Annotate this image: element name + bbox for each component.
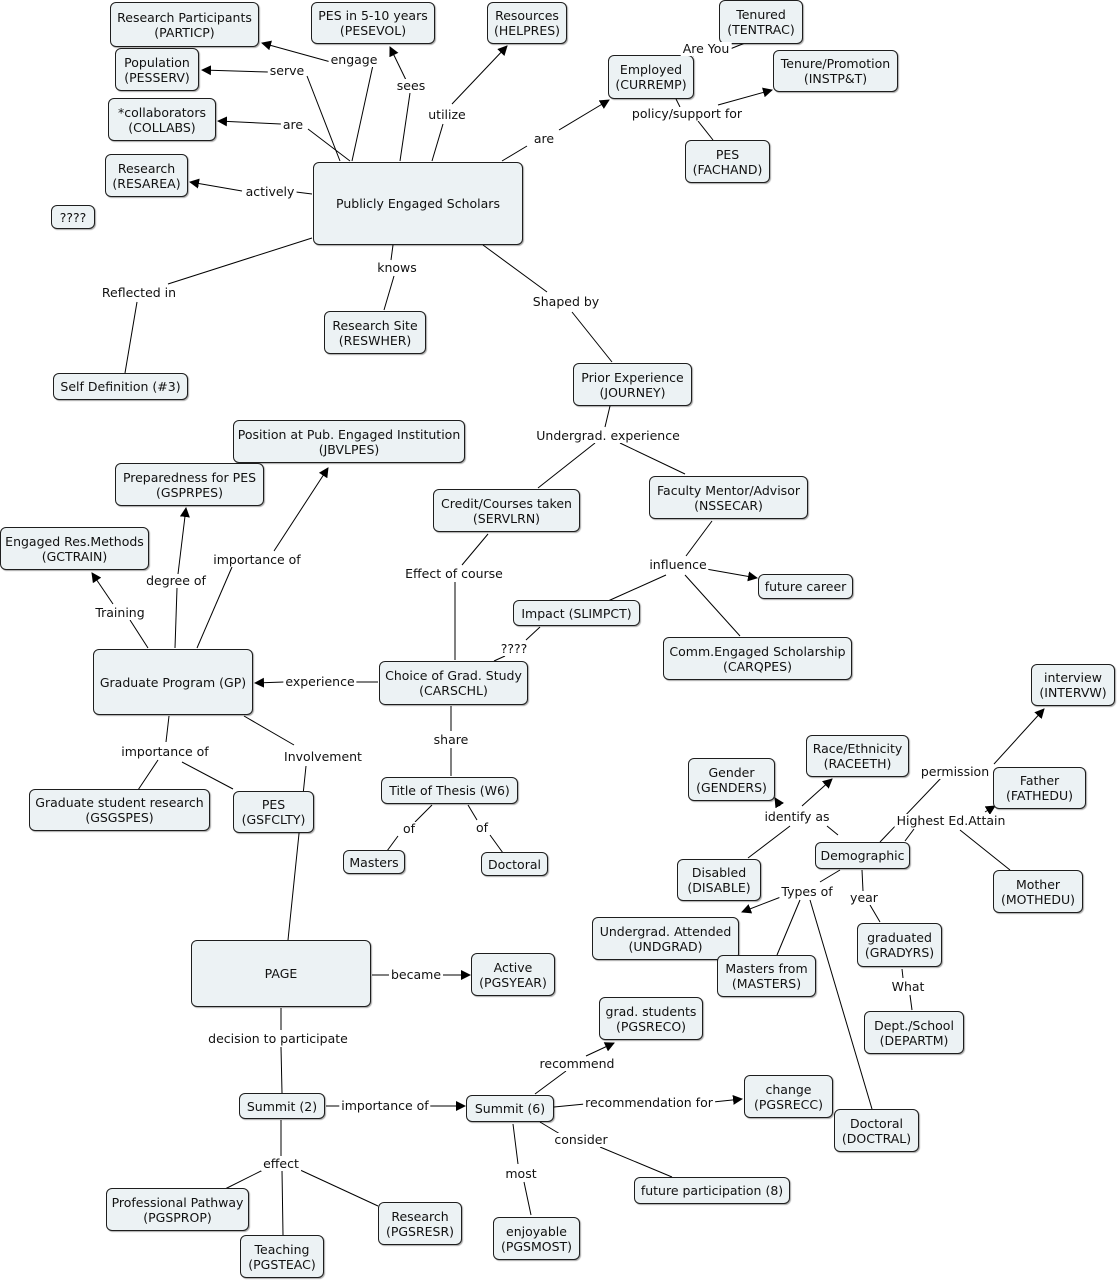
link-label-degree-of: degree of (144, 573, 208, 588)
node-pes-gsfclty[interactable]: PES(GSFCLTY) (233, 791, 314, 833)
node-mother[interactable]: Mother(MOTHEDU) (993, 870, 1083, 913)
link-label-recommend: recommend (537, 1056, 617, 1071)
node-graduated[interactable]: graduated(GRADYRS) (857, 923, 942, 967)
link-label-influence: influence (647, 557, 709, 572)
link-label-policy-support: policy/support for (629, 106, 745, 121)
link-label-identify-as: identify as (762, 809, 832, 824)
node-teaching[interactable]: Teaching(PGSTEAC) (240, 1235, 324, 1278)
node-enjoyable[interactable]: enjoyable(PGSMOST) (493, 1217, 580, 1260)
node-future-participation[interactable]: future participation (8) (634, 1177, 790, 1204)
node-population[interactable]: Population(PESSERV) (115, 48, 199, 91)
node-preparedness[interactable]: Preparedness for PES(GSPRPES) (115, 463, 264, 506)
node-research-participants[interactable]: Research Participants(PARTICP) (110, 2, 259, 47)
node-future-career[interactable]: future career (758, 574, 853, 599)
node-research-site[interactable]: Research Site(RESWHER) (324, 311, 426, 354)
node-page[interactable]: PAGE (191, 940, 371, 1007)
link-label-shaped-by: Shaped by (530, 294, 602, 309)
link-label-are-collabs: are (280, 117, 306, 132)
node-professional-pathway[interactable]: Professional Pathway(PGSPROP) (106, 1188, 249, 1231)
node-summit-2[interactable]: Summit (2) (239, 1093, 325, 1119)
link-label-training: Training (93, 605, 147, 620)
link-label-engage: engage (328, 52, 380, 67)
node-graduate-student-research[interactable]: Graduate student research(GSGSPES) (29, 789, 210, 831)
node-pes-5-10-years[interactable]: PES in 5-10 years(PESEVOL) (311, 2, 435, 44)
link-label-actively: actively (243, 184, 297, 199)
link-label-types-of: Types of (779, 884, 835, 899)
node-doctoral-doctral[interactable]: Doctoral(DOCTRAL) (834, 1109, 919, 1152)
link-label-sees: sees (394, 78, 428, 93)
link-label-importance-of-position: importance of (211, 552, 303, 567)
node-disabled[interactable]: Disabled(DISABLE) (677, 859, 761, 901)
node-change[interactable]: change(PGSRECC) (744, 1075, 833, 1118)
link-label-knows: knows (375, 260, 419, 275)
node-resources[interactable]: Resources(HELPRES) (487, 2, 567, 44)
link-label-qmarks: ???? (498, 641, 530, 656)
node-position[interactable]: Position at Pub. Engaged Institution(JBV… (233, 420, 465, 463)
node-employed[interactable]: Employed(CURREMP) (608, 55, 694, 99)
link-label-share: share (431, 732, 471, 747)
link-label-experience: experience (283, 674, 357, 689)
link-label-utilize: utilize (426, 107, 468, 122)
link-label-importance-of-summit: importance of (339, 1098, 431, 1113)
node-unknown[interactable]: ???? (51, 205, 95, 229)
node-research-pgsresr[interactable]: Research(PGSRESR) (378, 1202, 462, 1245)
node-tenured[interactable]: Tenured(TENTRAC) (719, 0, 803, 44)
node-comm-engaged[interactable]: Comm.Engaged Scholarship(CARQPES) (663, 637, 852, 680)
link-label-of-masters: of (400, 821, 418, 836)
node-dept-school[interactable]: Dept./School(DEPARTM) (864, 1011, 964, 1054)
node-research-area[interactable]: Research(RESAREA) (105, 154, 188, 197)
node-tenure-promotion[interactable]: Tenure/Promotion(INSTP&T) (773, 50, 898, 92)
node-collaborators[interactable]: *collaborators(COLLABS) (108, 98, 216, 141)
link-label-are-employed: are (531, 131, 557, 146)
node-title-of-thesis[interactable]: Title of Thesis (W6) (381, 777, 518, 804)
node-interview[interactable]: interview(INTERVW) (1031, 664, 1115, 706)
link-label-consider: consider (552, 1132, 610, 1147)
link-label-reflected-in: Reflected in (99, 285, 179, 300)
link-label-became: became (388, 967, 444, 982)
node-father[interactable]: Father(FATHEDU) (993, 767, 1086, 809)
link-label-recommendation-for: recommendation for (583, 1095, 715, 1110)
node-credit-courses[interactable]: Credit/Courses taken(SERVLRN) (433, 489, 580, 532)
link-label-serve: serve (267, 63, 307, 78)
link-label-highest-ed: Highest Ed.Attain (894, 813, 1008, 828)
link-label-decision: decision to participate (206, 1031, 350, 1046)
link-label-are-you: Are You (680, 41, 732, 56)
node-grad-students[interactable]: grad. students(PGSRECO) (599, 997, 703, 1040)
node-choice-grad-study[interactable]: Choice of Grad. Study(CARSCHL) (379, 661, 528, 705)
link-label-of-doctoral: of (473, 820, 491, 835)
node-doctoral[interactable]: Doctoral (481, 852, 548, 876)
node-masters[interactable]: Masters (343, 850, 405, 874)
node-pes-fachand[interactable]: PES(FACHAND) (685, 140, 770, 183)
node-summit-6[interactable]: Summit (6) (466, 1095, 554, 1122)
node-race-ethnicity[interactable]: Race/Ethnicity(RACEETH) (806, 735, 909, 777)
link-label-permission: permission (918, 764, 992, 779)
link-label-involvement: Involvement (282, 749, 364, 764)
node-graduate-program[interactable]: Graduate Program (GP) (93, 649, 253, 715)
link-label-undergrad-experience: Undergrad. experience (534, 428, 682, 443)
link-label-most: most (503, 1166, 539, 1181)
link-label-importance-of-gp: importance of (119, 744, 211, 759)
node-publicly-engaged-scholars[interactable]: Publicly Engaged Scholars (313, 162, 523, 245)
node-faculty-mentor[interactable]: Faculty Mentor/Advisor(NSSECAR) (649, 476, 808, 519)
node-gender[interactable]: Gender(GENDERS) (688, 758, 775, 801)
node-active[interactable]: Active(PGSYEAR) (471, 953, 555, 996)
node-masters-from[interactable]: Masters from(MASTERS) (717, 955, 816, 997)
node-demographic[interactable]: Demographic (815, 842, 910, 869)
node-undergrad-attended[interactable]: Undergrad. Attended(UNDGRAD) (592, 917, 739, 960)
node-prior-experience[interactable]: Prior Experience(JOURNEY) (573, 363, 692, 406)
link-label-effect: effect (261, 1156, 301, 1171)
link-label-year: year (848, 890, 880, 905)
link-label-effect-of-course: Effect of course (403, 566, 505, 581)
node-impact[interactable]: Impact (SLIMPCT) (513, 600, 640, 626)
link-label-what: What (889, 979, 927, 994)
node-engaged-res-methods[interactable]: Engaged Res.Methods(GCTRAIN) (0, 527, 149, 570)
node-self-definition[interactable]: Self Definition (#3) (53, 373, 188, 400)
